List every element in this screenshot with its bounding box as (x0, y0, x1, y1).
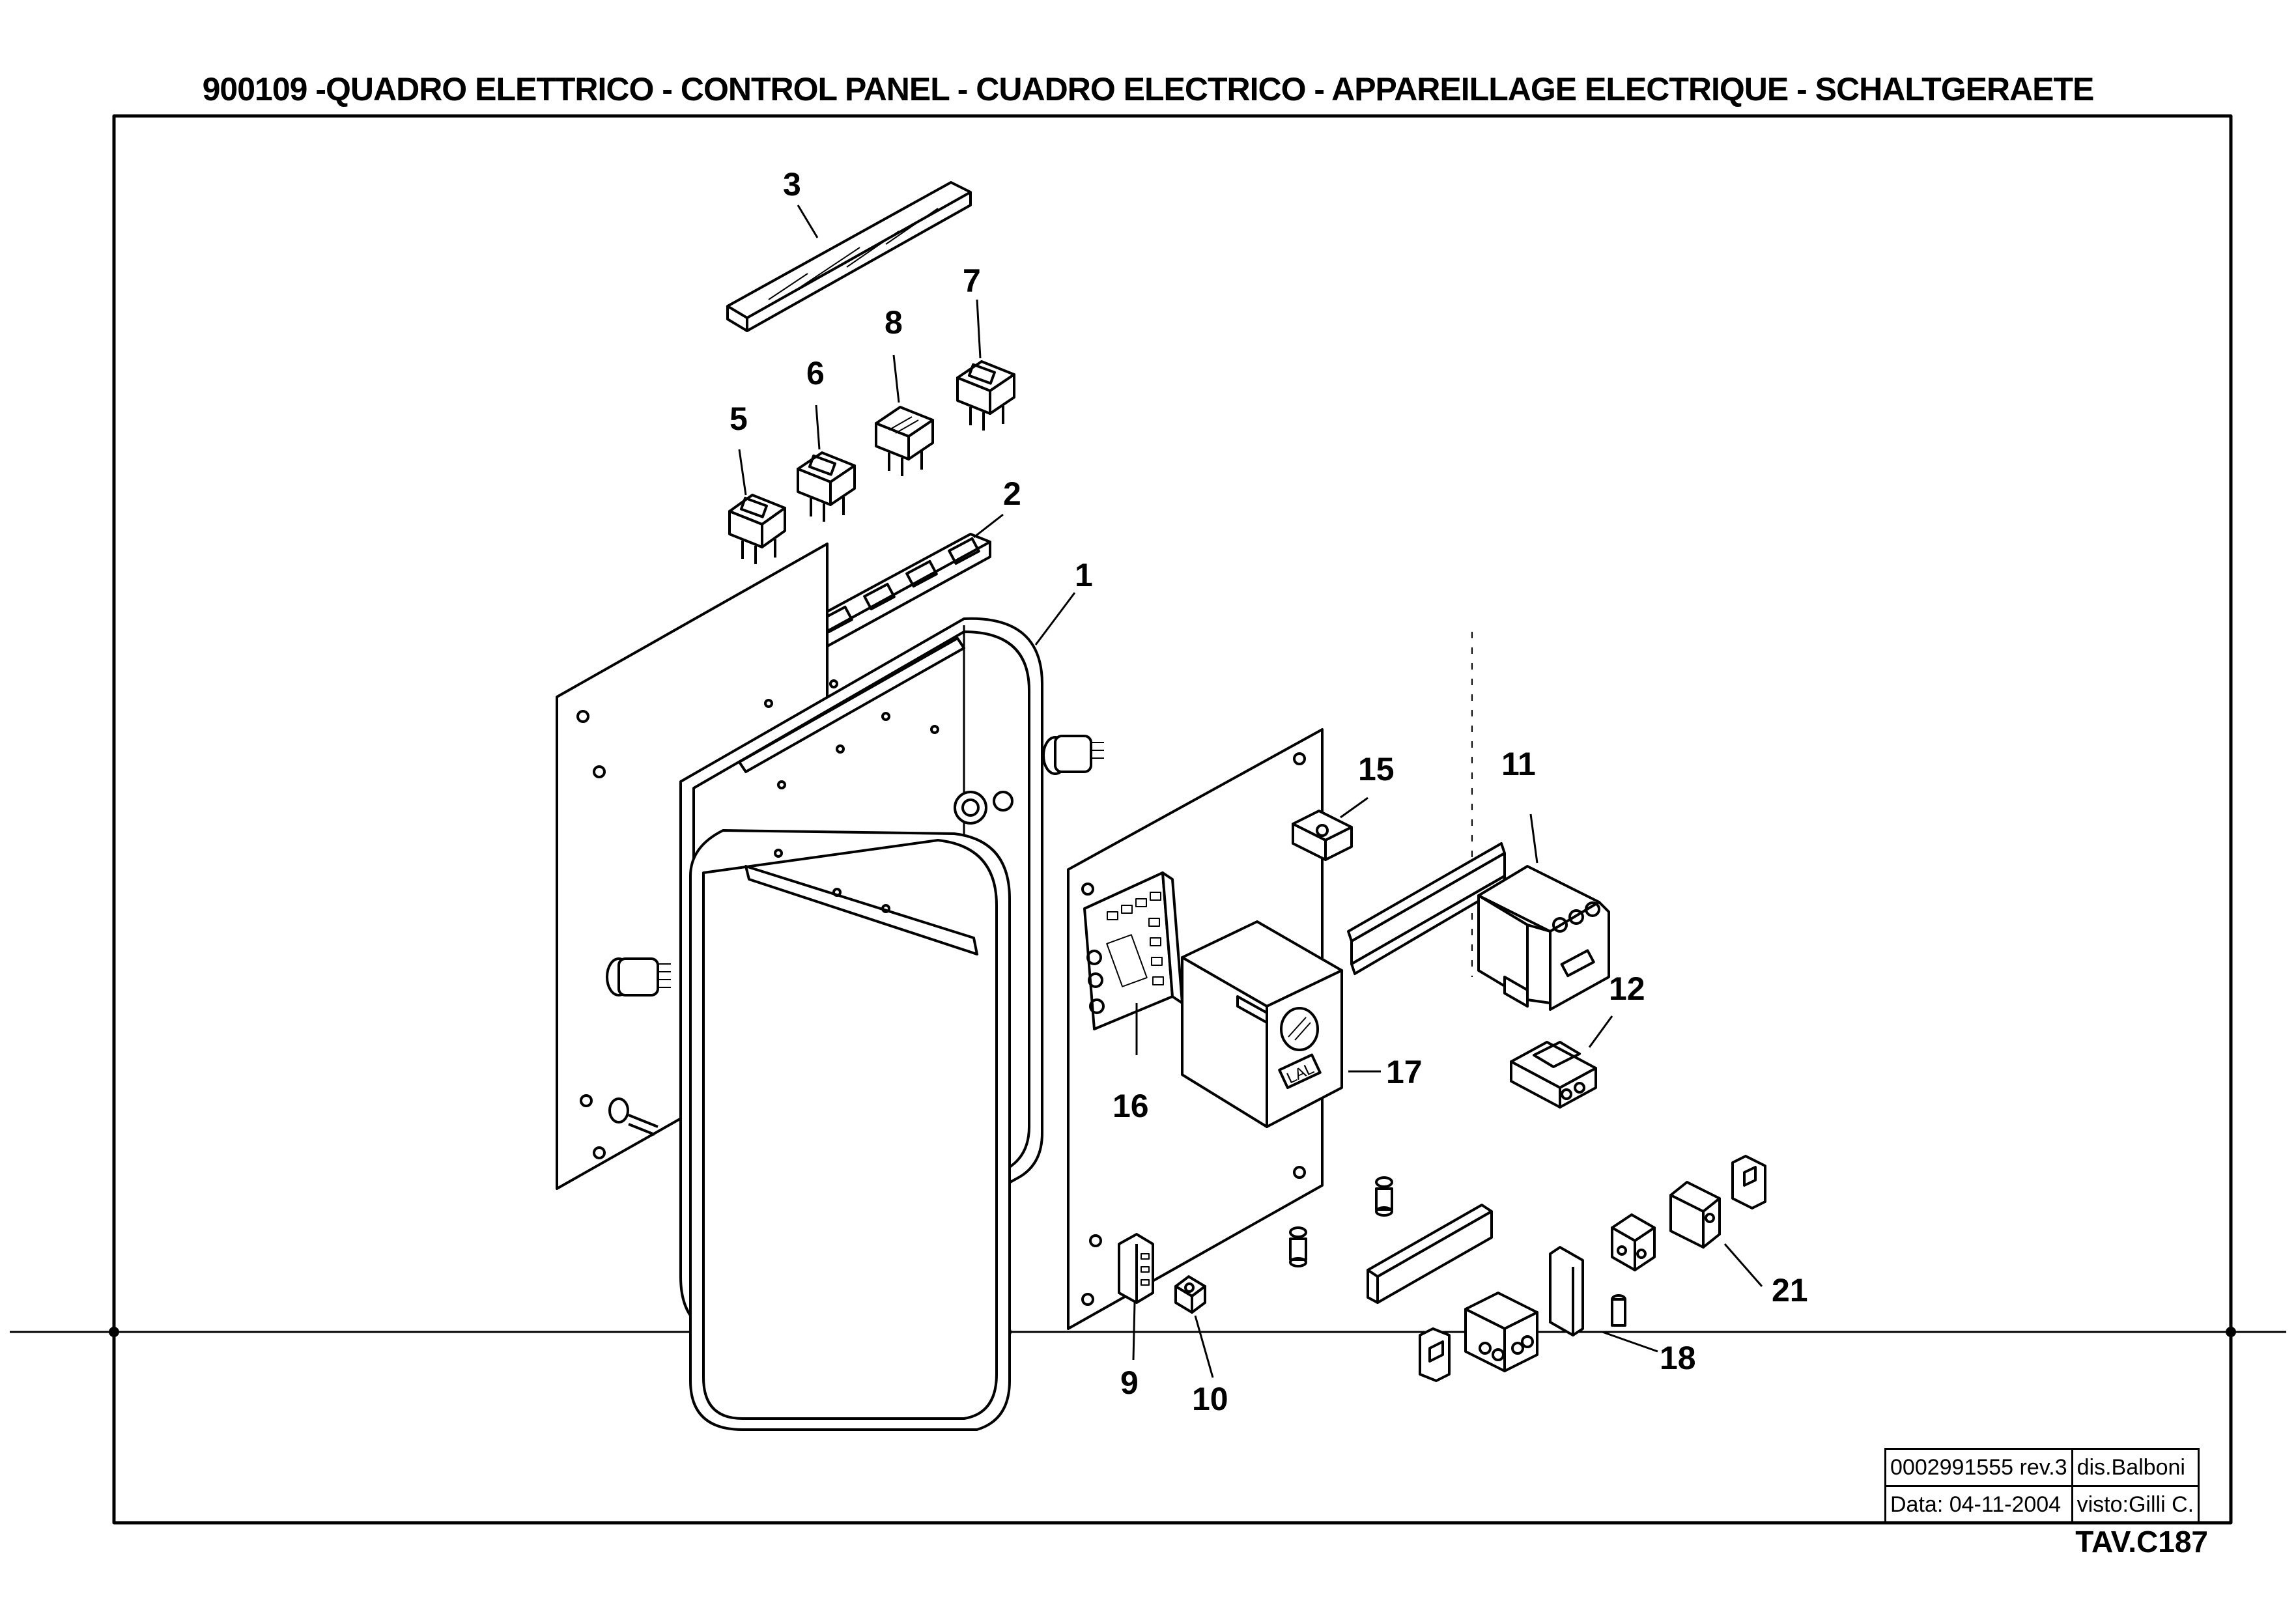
drawing-date: Data: 04-11-2004 (1884, 1485, 2073, 1524)
terminal-end-plate (1549, 1246, 1584, 1336)
switch-part-5 (728, 494, 786, 564)
switch-part-6 (797, 451, 856, 522)
drawing-number: 0002991555 rev.3 (1884, 1448, 2073, 1487)
checked-by: visto:Gilli C. (2071, 1485, 2200, 1524)
part-label-21: 21 (1772, 1272, 1808, 1308)
part-label-6: 6 (806, 355, 825, 391)
part-label-11: 11 (1501, 746, 1536, 782)
connector-part-9 (1118, 1233, 1154, 1304)
part-label-2: 2 (1003, 475, 1021, 512)
fuse-holder-part-10 (1174, 1275, 1206, 1314)
spacer-upper (1375, 1176, 1393, 1217)
part-label-3: 3 (783, 166, 801, 203)
terminal-end-stop-left (1419, 1327, 1451, 1382)
fuse-cartridge (1611, 1294, 1626, 1327)
cable-gland-top (1042, 735, 1104, 775)
part-label-15: 15 (1358, 751, 1395, 787)
part-label-16: 16 (1113, 1088, 1149, 1124)
part-label-10: 10 (1192, 1381, 1228, 1417)
sheet-code: TAV.C187 (2075, 1525, 2208, 1559)
lal-relay-part: LAL (1181, 920, 1343, 1128)
clip-part-12 (1510, 1041, 1597, 1109)
terminal-block-group (1464, 1292, 1538, 1372)
drawing-frame (112, 114, 2233, 1525)
part-label-9: 9 (1120, 1365, 1139, 1401)
part-label-1: 1 (1075, 557, 1093, 593)
relay-base-part (1083, 871, 1183, 1030)
switch-part-7 (956, 360, 1015, 431)
drawn-by: dis.Balboni (2071, 1448, 2200, 1487)
terminal-block-pair (1611, 1213, 1656, 1271)
part-label-17: 17 (1386, 1054, 1423, 1090)
part-label-8: 8 (885, 304, 903, 341)
small-connector-part-15 (1292, 810, 1353, 861)
socket-clip-21 (1731, 1155, 1766, 1209)
drawing-title: 900109 -QUADRO ELETTRICO - CONTROL PANEL… (202, 71, 2095, 107)
part-label-12: 12 (1609, 970, 1645, 1007)
part-label-5: 5 (730, 401, 748, 437)
part-label-7: 7 (963, 262, 981, 299)
leader-lines (738, 205, 1763, 1378)
title-block: 0002991555 rev.3 dis.Balboni Data: 04-11… (1884, 1448, 2200, 1524)
din-rail-lower (1367, 1204, 1493, 1304)
cable-gland-left (606, 957, 671, 997)
front-cover (689, 829, 1011, 1431)
contactor-part (1477, 865, 1610, 1011)
lock-nut (954, 791, 1013, 825)
part-label-18: 18 (1660, 1340, 1696, 1376)
glass-strip-part (726, 181, 972, 332)
part-labels: 3 7 8 6 5 2 1 15 11 12 17 16 21 18 9 10 (730, 166, 1808, 1417)
switch-part-8 (875, 406, 934, 476)
screw-washer (608, 1097, 659, 1136)
spacer-lower (1289, 1226, 1307, 1267)
relay-part-21 (1669, 1181, 1721, 1249)
